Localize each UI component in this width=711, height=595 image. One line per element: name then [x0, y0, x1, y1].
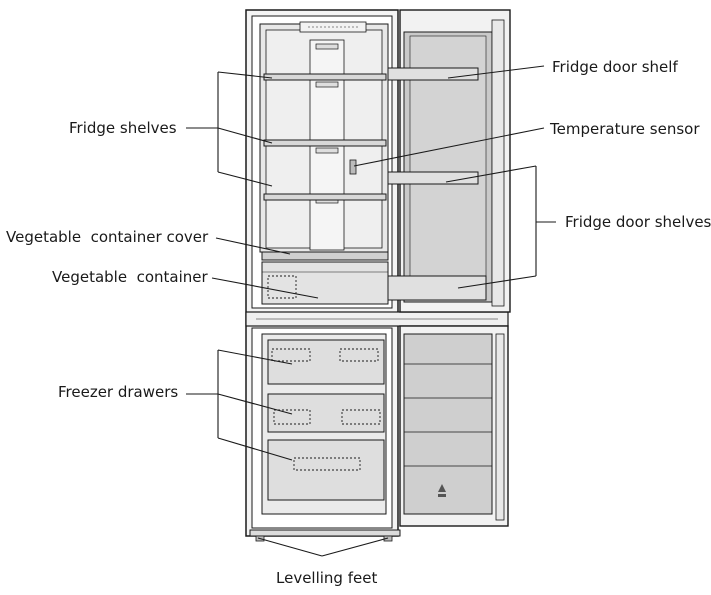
label-fridge-door-shelf: Fridge door shelf	[552, 58, 678, 76]
freezer-door	[399, 325, 509, 527]
label-freezer-drawers: Freezer drawers	[58, 383, 179, 401]
fridge-door-shelf	[387, 67, 479, 81]
label-temperature-sensor: Temperature sensor	[550, 120, 700, 138]
fridge-door-shelf-bottom	[387, 275, 487, 301]
label-fridge-door-shelves: Fridge door shelves	[565, 213, 711, 231]
label-levelling-feet: Levelling feet	[276, 569, 378, 587]
label-vegetable-container: Vegetable container	[52, 268, 208, 286]
vegetable-container-group	[261, 251, 389, 305]
fridge-shelf-3	[263, 193, 387, 201]
fridge-door-shelf-middle	[387, 171, 479, 185]
vegetable-container-cover	[261, 251, 389, 261]
freezer-drawers	[267, 339, 385, 501]
temperature-sensor	[349, 159, 357, 175]
vegetable-container	[261, 261, 389, 305]
freezer-drawer-2	[267, 393, 385, 433]
fridge-shelf-2	[263, 139, 387, 147]
label-fridge-shelves: Fridge shelves	[69, 119, 177, 137]
label-vegetable-container-cover: Vegetable container cover	[6, 228, 209, 246]
fridge-door	[387, 9, 511, 313]
snowflake-icon	[438, 484, 446, 497]
fridge-shelf-1	[263, 73, 387, 81]
control-panel	[299, 21, 367, 33]
freezer-drawer-1	[267, 339, 385, 385]
leader-lines	[186, 65, 556, 557]
